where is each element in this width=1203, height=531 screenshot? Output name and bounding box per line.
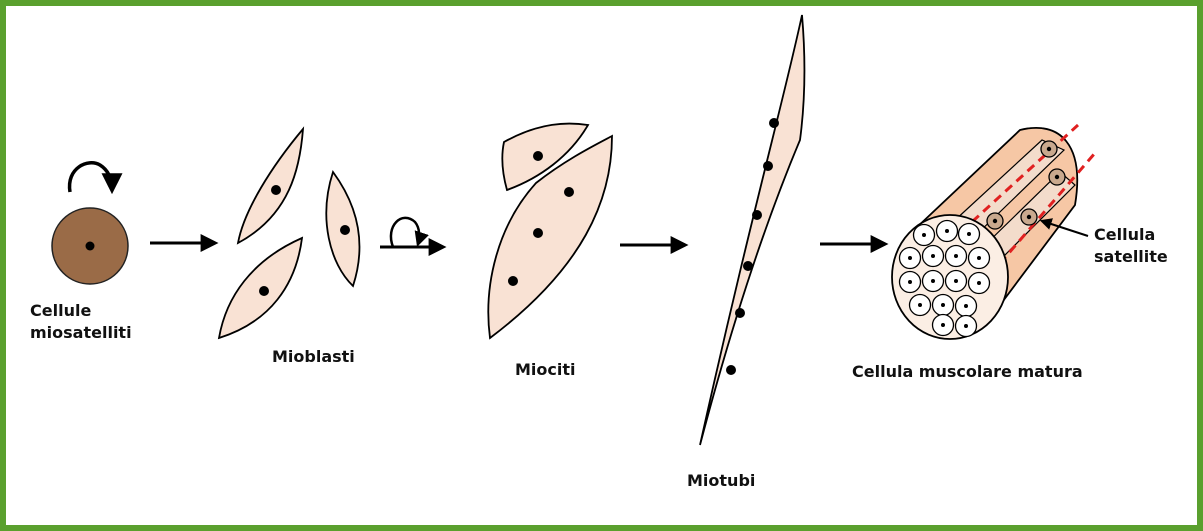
myocytes — [488, 124, 612, 338]
myocyte-nucleus — [533, 228, 543, 238]
label-satellite-line-2: satellite — [1094, 246, 1168, 268]
myotube-nucleus — [726, 365, 736, 375]
myocyte-nucleus — [508, 276, 518, 286]
label-satellite-line-1: Cellula — [1094, 224, 1168, 246]
myotube-nucleus — [743, 261, 753, 271]
myoblasts — [219, 129, 359, 338]
myocyte-nucleus — [564, 187, 574, 197]
stem-cell-nucleus — [86, 242, 95, 251]
stem-cell — [52, 163, 128, 284]
myoblast-nucleus — [271, 185, 281, 195]
label-stem-cells: Cellule miosatelliti — [30, 300, 132, 343]
label-stem-line-1: Cellule — [30, 300, 132, 322]
myoblast-nucleus — [259, 286, 269, 296]
label-mature-muscle-cell: Cellula muscolare matura — [852, 361, 1083, 383]
label-stem-line-2: miosatelliti — [30, 322, 132, 344]
myoblast-cell — [238, 129, 303, 243]
myotube-nucleus — [769, 118, 779, 128]
myotube-nucleus — [735, 308, 745, 318]
label-satellite-cell: Cellula satellite — [1094, 224, 1168, 267]
myotube — [700, 15, 804, 445]
myotube-nucleus — [752, 210, 762, 220]
proliferation-arrow-icon — [391, 218, 419, 247]
label-myotubes: Miotubi — [687, 470, 755, 492]
label-myoblasts: Mioblasti — [272, 346, 355, 368]
myotube-nucleus — [763, 161, 773, 171]
myotube-cell — [700, 15, 804, 445]
myocyte-nucleus — [533, 151, 543, 161]
self-renewal-arrow-icon — [70, 163, 112, 192]
label-myocytes: Miociti — [515, 359, 576, 381]
myoblast-nucleus — [340, 225, 350, 235]
mature-muscle-fiber — [892, 125, 1095, 339]
